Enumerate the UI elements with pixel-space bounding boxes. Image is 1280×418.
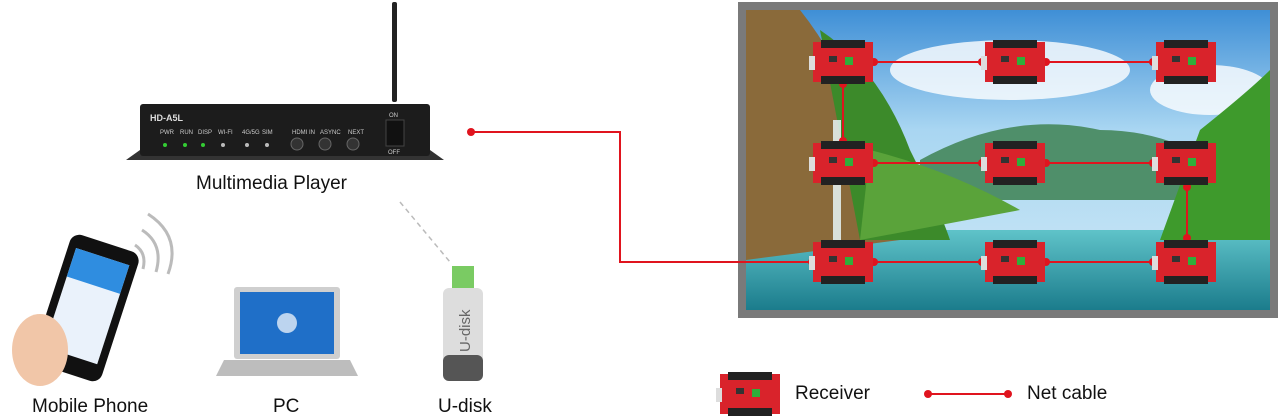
receiver-card: [809, 40, 873, 84]
antenna: [392, 2, 397, 102]
pc-laptop-image: [216, 287, 358, 376]
receiver-card: [809, 141, 873, 185]
port-label: 4G/5G: [242, 130, 260, 136]
legend-cable-label: Net cable: [1027, 383, 1108, 404]
indicator-led: [265, 143, 269, 147]
wireless-link-line: [399, 201, 451, 263]
player-model: HD-A5L: [150, 113, 184, 123]
port-jack: [290, 137, 304, 151]
legend-cable-icon: [924, 390, 1012, 398]
udisk-body-label: U-disk: [457, 309, 474, 352]
port-label: RUN: [180, 130, 193, 136]
port-label: DISP: [198, 130, 212, 136]
receiver-card: [1152, 240, 1216, 284]
receiver-card: [1152, 40, 1216, 84]
receiver-card: [809, 240, 873, 284]
port-label: SIM: [262, 130, 273, 136]
udisk-label: U-disk: [438, 396, 492, 417]
switch-off-label: OFF: [388, 150, 400, 156]
indicator-led: [163, 143, 167, 147]
port-jack: [346, 137, 360, 151]
port-label: WI-FI: [218, 130, 233, 136]
receiver-card: [981, 141, 1045, 185]
player-label: Multimedia Player: [196, 173, 347, 194]
port-jack: [318, 137, 332, 151]
udisk-image: U-disk: [443, 266, 483, 381]
net-cables: [471, 61, 1188, 263]
wifi-waves-icon: [134, 212, 174, 275]
legend-receiver-icon: [716, 372, 780, 416]
port-label: ASYNC: [320, 130, 341, 136]
port-label: PWR: [160, 130, 175, 136]
mobile-phone-image: [12, 234, 139, 386]
legend-receiver-label: Receiver: [795, 383, 870, 404]
receiver-card: [981, 240, 1045, 284]
power-switch: [385, 119, 405, 147]
switch-on-label: ON: [389, 113, 398, 119]
phone-label: Mobile Phone: [32, 396, 149, 417]
port-label: NEXT: [348, 130, 364, 136]
indicator-led: [245, 143, 249, 147]
port-label: HDMI IN: [292, 130, 315, 136]
indicator-led: [221, 143, 225, 147]
indicator-led: [183, 143, 187, 147]
receiver-card: [981, 40, 1045, 84]
pc-label: PC: [273, 396, 300, 417]
receiver-card: [1152, 141, 1216, 185]
indicator-led: [201, 143, 205, 147]
